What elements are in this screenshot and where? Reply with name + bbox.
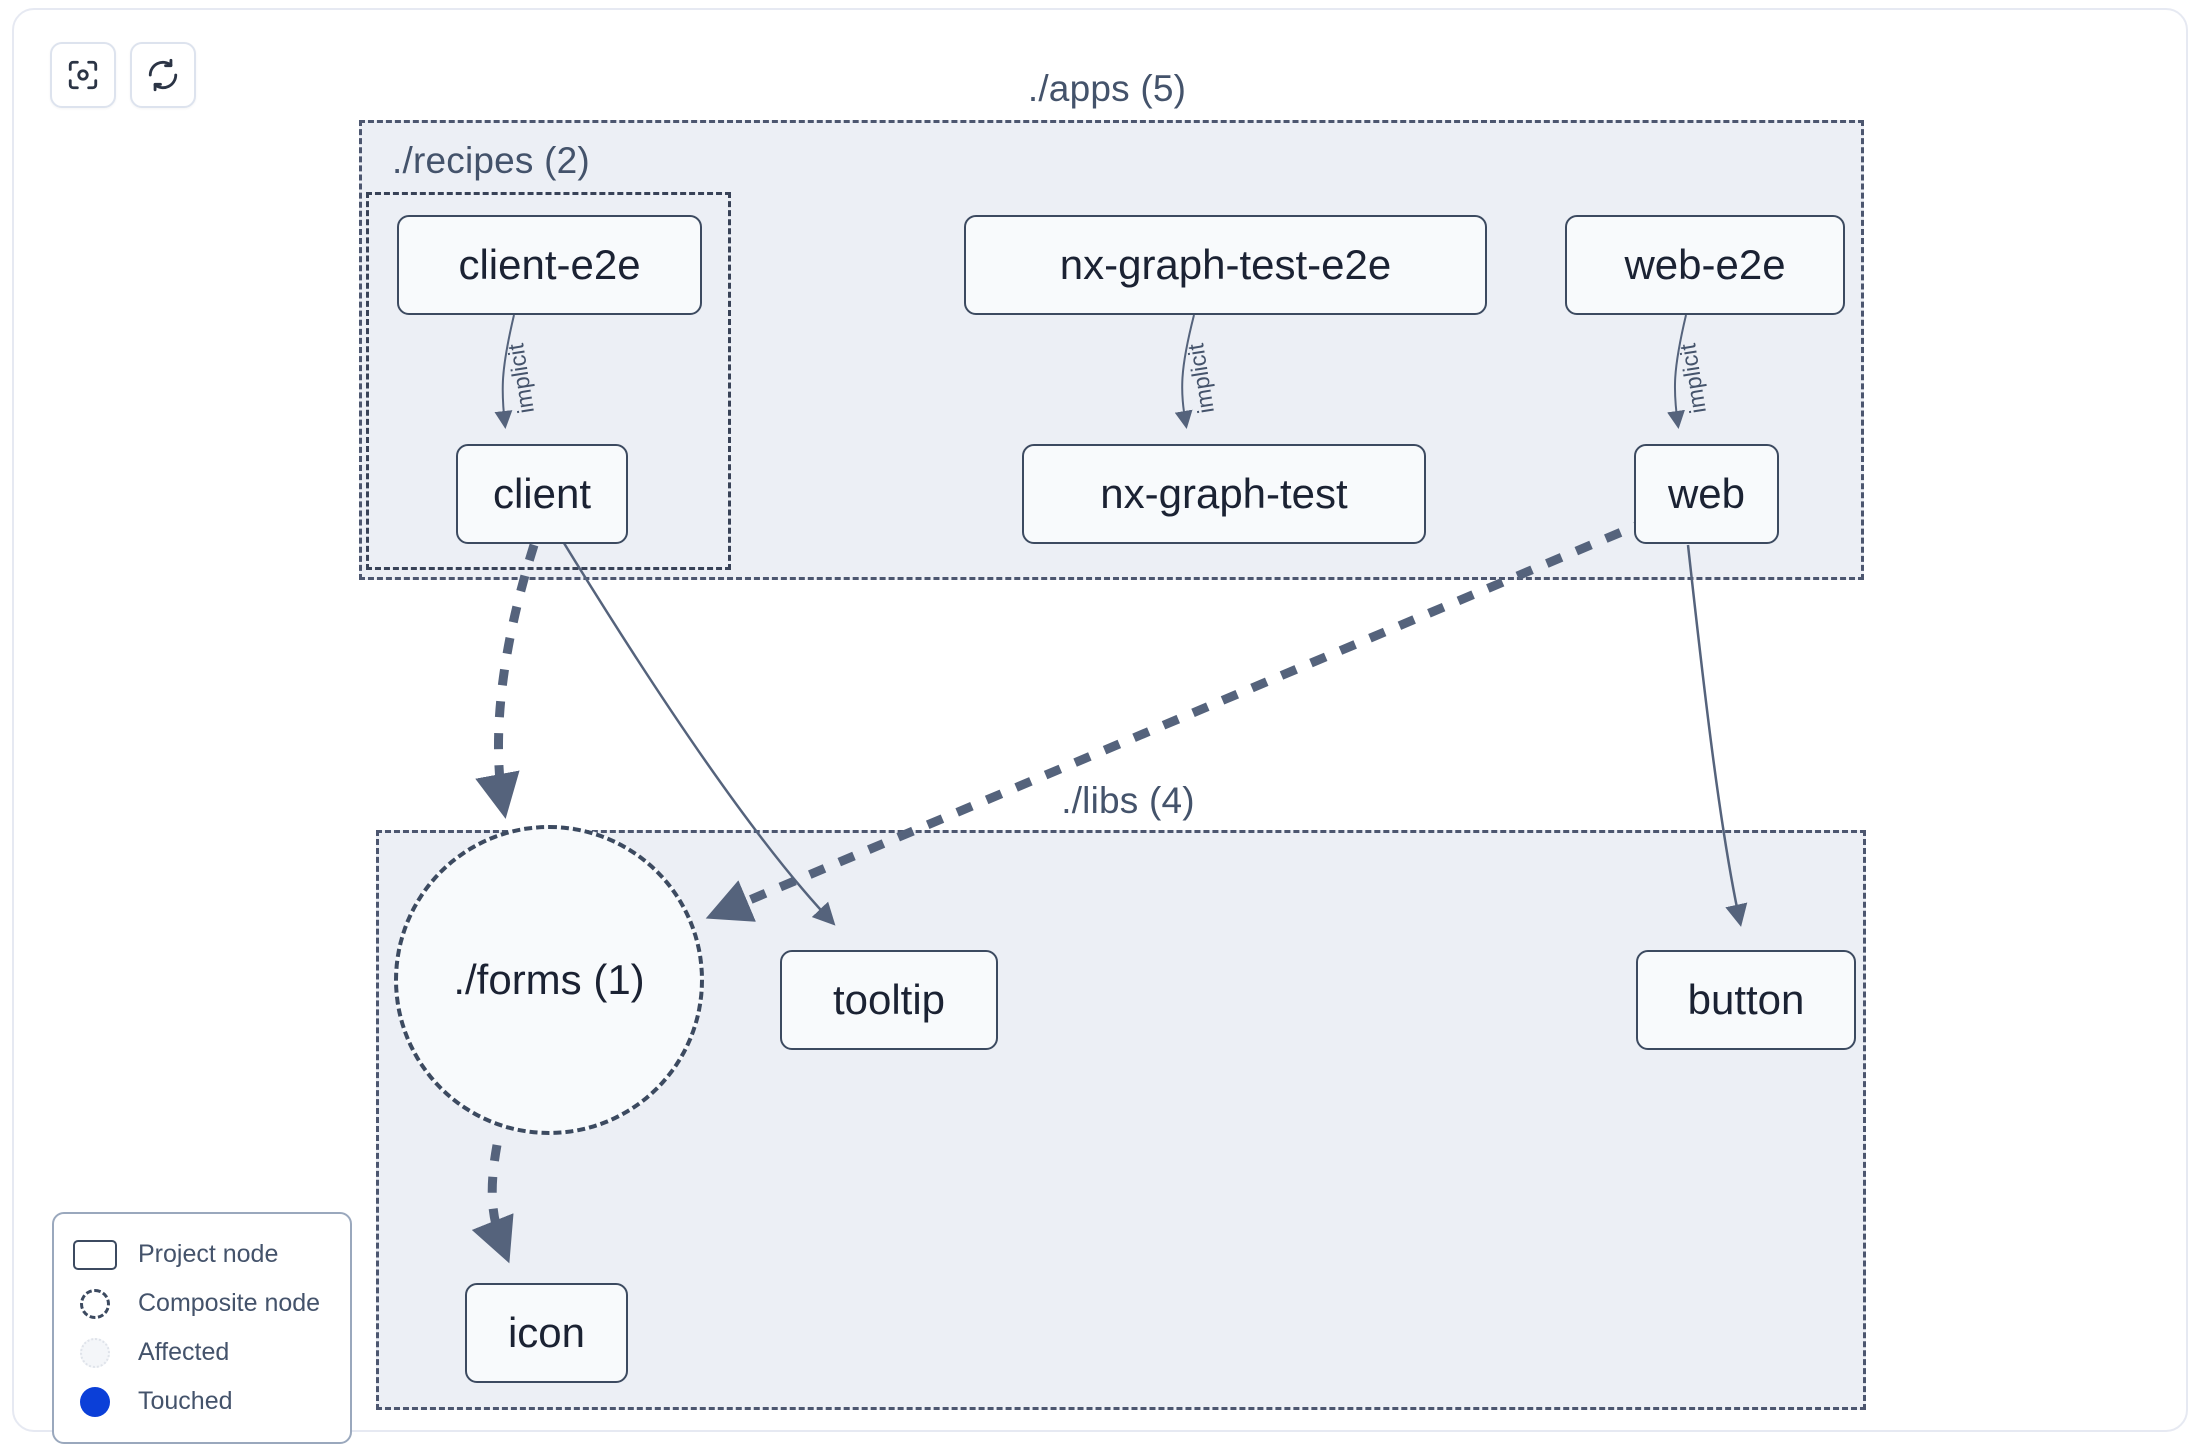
legend-item-affected: Affected [72,1328,332,1377]
composite-node-glyph [72,1287,118,1321]
group-apps-label: ./apps (5) [1027,68,1187,109]
node-label: button [1687,976,1805,1023]
node-client-e2e[interactable]: client-e2e [397,215,702,315]
graph-toolbar [50,42,196,108]
node-label: nx-graph-test-e2e [1059,241,1392,288]
touched-glyph [72,1385,118,1419]
legend-item-touched: Touched [72,1377,332,1426]
node-label: web [1667,470,1746,517]
node-web[interactable]: web [1634,444,1779,544]
group-recipes-label: ./recipes (2) [392,140,590,181]
project-node-glyph [72,1238,118,1272]
node-tooltip[interactable]: tooltip [780,950,998,1050]
graph-canvas-panel[interactable]: ./apps (5) ./recipes (2) ./libs (4) [12,8,2188,1444]
graph-layer: ./apps (5) ./recipes (2) ./libs (4) [14,10,2186,1430]
viewfinder-focus-icon [66,58,100,92]
legend-label: Affected [138,1338,230,1366]
focus-graph-button[interactable] [50,42,116,108]
node-web-e2e[interactable]: web-e2e [1565,215,1845,315]
affected-glyph [72,1336,118,1370]
node-nx-graph-test-e2e[interactable]: nx-graph-test-e2e [964,215,1487,315]
node-button[interactable]: button [1636,950,1856,1050]
node-nx-graph-test[interactable]: nx-graph-test [1022,444,1426,544]
node-label: client-e2e [458,241,641,288]
node-label: tooltip [832,976,946,1023]
node-label: ./forms (1) [453,956,645,1003]
legend-label: Project node [138,1240,279,1268]
node-label: nx-graph-test [1100,470,1348,517]
legend-label: Composite node [138,1289,321,1317]
node-label: web-e2e [1624,241,1786,288]
legend-label: Touched [138,1387,233,1415]
graph-legend: Project node Composite node Affected Tou… [52,1212,352,1444]
node-label: icon [507,1309,586,1356]
refresh-icon [146,58,180,92]
node-forms-composite[interactable]: ./forms (1) [394,825,704,1135]
refresh-graph-button[interactable] [130,42,196,108]
group-libs-label: ./libs (4) [1061,780,1195,821]
node-icon[interactable]: icon [465,1283,628,1383]
node-client[interactable]: client [456,444,628,544]
node-label: client [492,470,592,517]
legend-item-composite-node: Composite node [72,1279,332,1328]
legend-item-project-node: Project node [72,1230,332,1279]
